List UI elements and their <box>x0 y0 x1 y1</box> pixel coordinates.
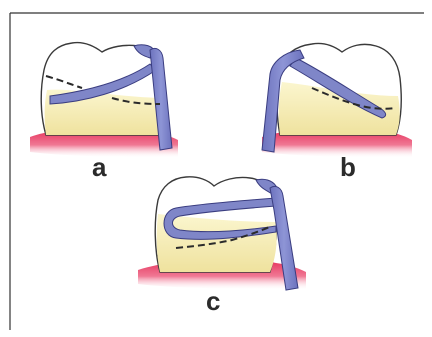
label-a: a <box>92 152 107 182</box>
panel-c: c <box>138 177 306 316</box>
tooth-dentin <box>157 214 277 272</box>
label-c: c <box>206 286 220 316</box>
panel-b: b <box>262 43 412 182</box>
panel-a: a <box>30 43 178 182</box>
label-b: b <box>340 152 356 182</box>
